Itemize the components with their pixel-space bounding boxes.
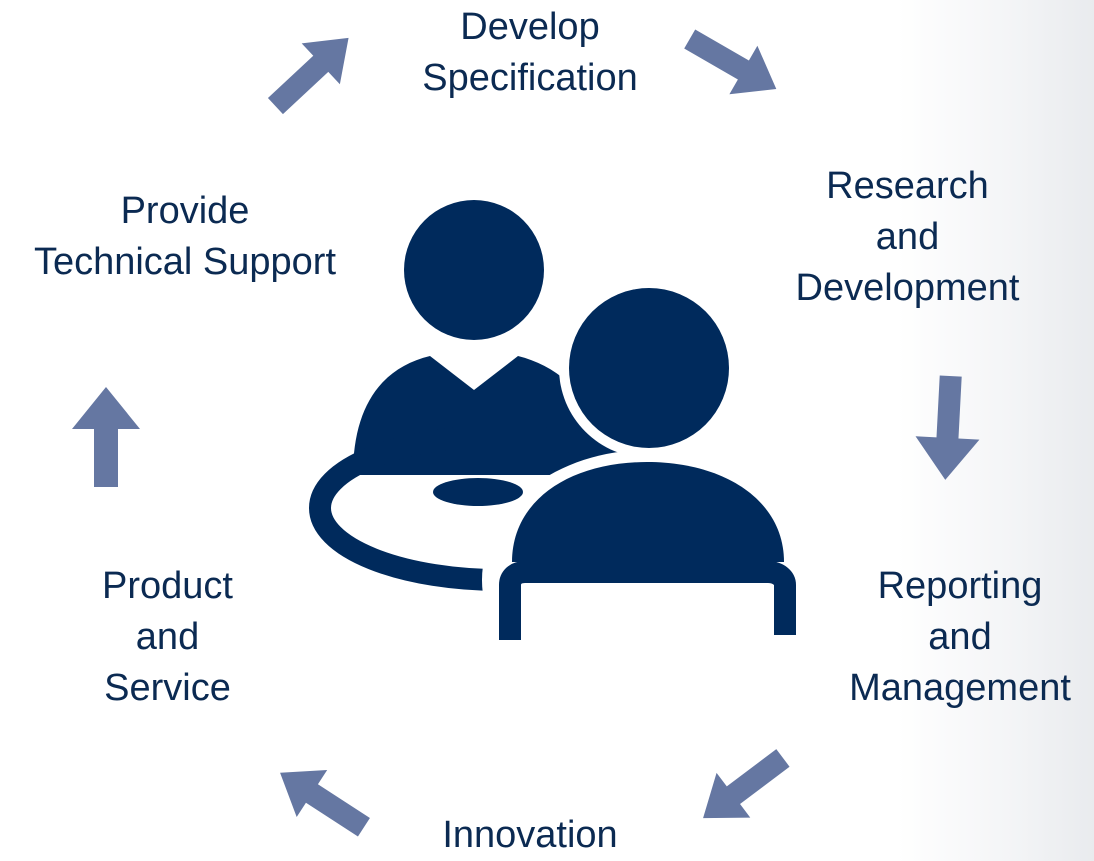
step-innovation: Innovation bbox=[400, 810, 660, 861]
step-label-line: Management bbox=[849, 667, 1071, 709]
meeting-people-at-table-icon bbox=[309, 200, 812, 710]
step-reporting-and-management: Reporting and Management bbox=[825, 561, 1094, 714]
step-label-line: Innovation bbox=[442, 814, 618, 856]
chair-back bbox=[499, 561, 796, 640]
step-label-line: Technical Support bbox=[33, 241, 337, 283]
step-label-line: Specification bbox=[422, 57, 638, 99]
arrow-down-right-icon bbox=[684, 29, 777, 95]
step-label-line: Research bbox=[826, 165, 989, 207]
arrow-down-icon bbox=[915, 375, 980, 480]
step-label-line: and bbox=[135, 616, 200, 658]
arrow-down-left-icon bbox=[703, 749, 790, 819]
arrow-up-left-icon bbox=[280, 769, 370, 837]
step-develop-specification: Develop Specification bbox=[390, 2, 670, 104]
step-label-line: Provide bbox=[120, 190, 250, 232]
arrow-up-icon bbox=[72, 387, 140, 487]
table-inner-marker bbox=[433, 478, 523, 506]
step-provide-technical-support: Provide Technical Support bbox=[10, 186, 360, 288]
step-product-and-service: Product and Service bbox=[55, 561, 280, 714]
front-person-head bbox=[569, 288, 729, 448]
back-person-head bbox=[404, 200, 544, 340]
step-label-line: Develop bbox=[460, 6, 600, 48]
step-label-line: Service bbox=[104, 667, 231, 709]
step-label-line: Development bbox=[795, 267, 1020, 309]
step-label-line: Reporting bbox=[877, 565, 1043, 607]
front-person-body bbox=[512, 462, 784, 562]
step-label-line: and bbox=[928, 616, 992, 658]
arrow-up-right-icon bbox=[267, 37, 349, 115]
step-label-line: Product bbox=[102, 565, 233, 607]
step-label-line: and bbox=[875, 216, 940, 258]
step-research-and-development: Research and Development bbox=[770, 161, 1045, 314]
